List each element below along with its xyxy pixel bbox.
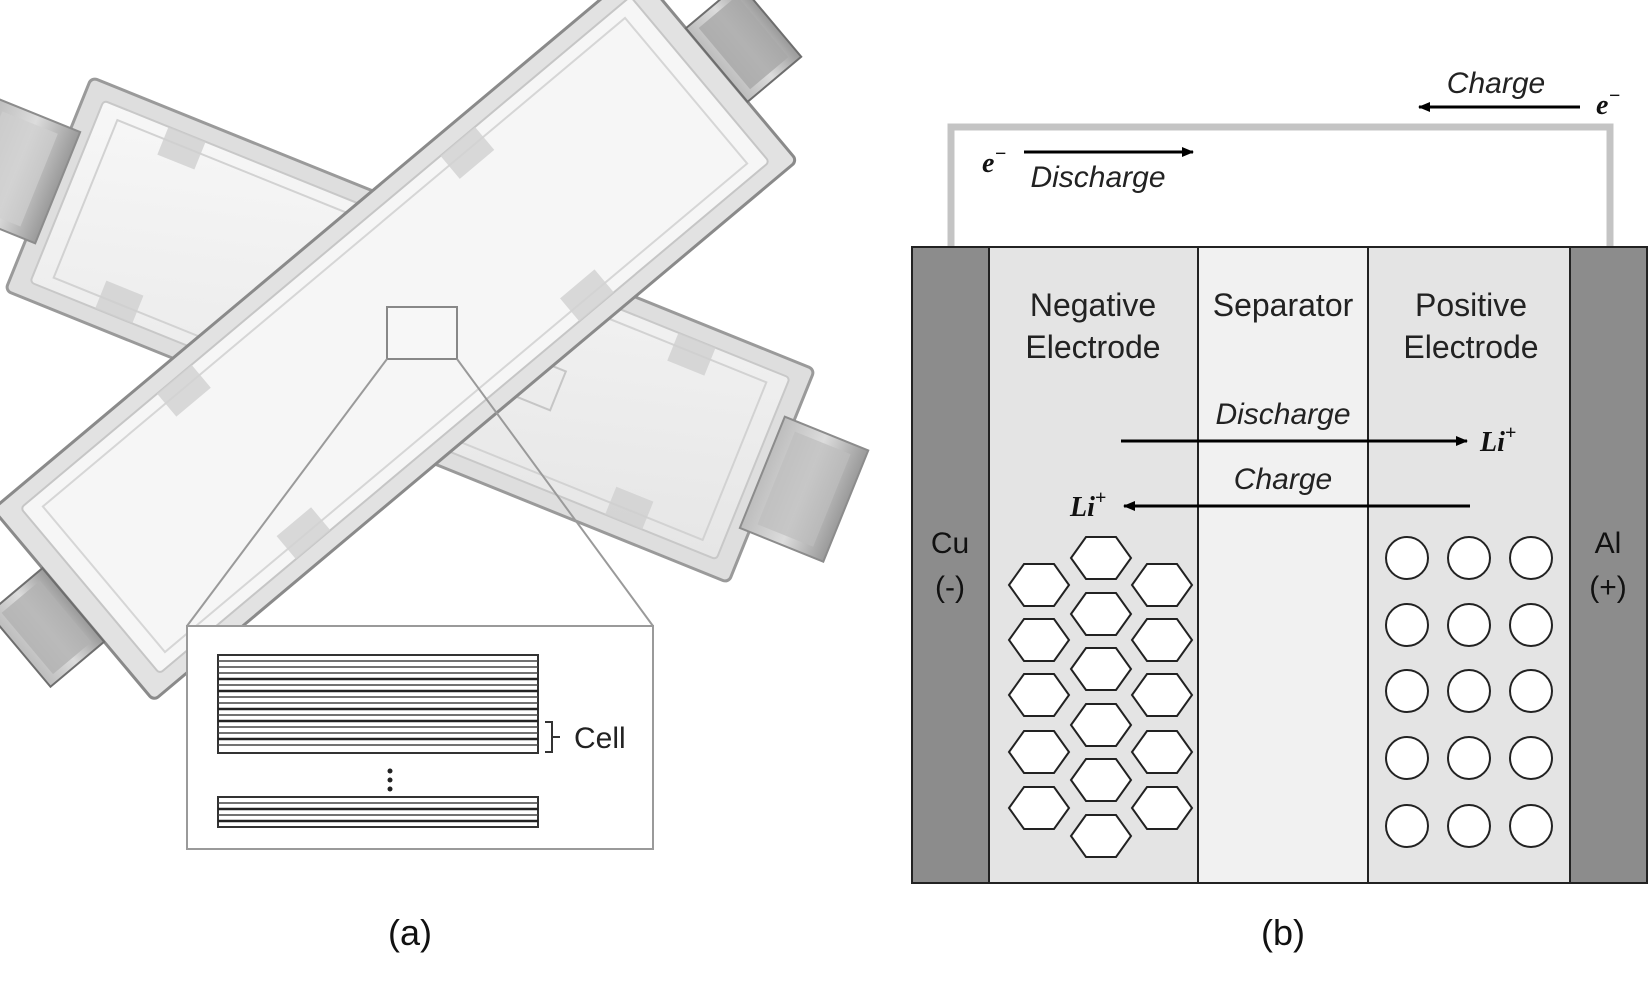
graphite-hexagon: [1007, 730, 1071, 774]
cu-label: Cu: [931, 527, 969, 560]
cathode-sphere: [1447, 603, 1491, 647]
graphite-hexagon: [1069, 536, 1133, 580]
panel-b: Charge e− e− Discharge Negative Electrod…: [911, 67, 1648, 953]
al-label: Al: [1595, 527, 1622, 560]
panel-a: Cell (a): [0, 0, 870, 953]
al-current-collector: [1569, 246, 1648, 884]
separator-label: Separator: [1213, 287, 1354, 323]
electron-symbol: e−: [1596, 85, 1621, 121]
positive-electrode-label: Electrode: [1403, 329, 1538, 365]
electron-symbol: e−: [982, 143, 1007, 179]
charge-electron-label: Charge: [1447, 67, 1545, 100]
discharge-electron-label: Discharge: [1030, 161, 1165, 194]
cathode-sphere: [1385, 603, 1429, 647]
graphite-hexagon: [1069, 592, 1133, 636]
graphite-hexagon: [1007, 618, 1071, 662]
external-circuit-wire: [947, 123, 1614, 247]
graphite-particles: [1007, 536, 1194, 858]
al-sign: (+): [1589, 571, 1627, 604]
cathode-sphere: [1509, 736, 1553, 780]
cathode-sphere: [1385, 804, 1429, 848]
ellipsis-dot: [387, 777, 393, 783]
graphite-hexagon: [1007, 673, 1071, 717]
cathode-particles: [1385, 536, 1553, 848]
separator: [1197, 246, 1369, 884]
cathode-sphere: [1509, 669, 1553, 713]
li-ion-positive-side: Li+: [1479, 422, 1516, 458]
graphite-hexagon: [1069, 703, 1133, 747]
graphite-hexagon: [1130, 618, 1194, 662]
graphite-hexagon: [1130, 730, 1194, 774]
layer-stack-bottom: [217, 796, 539, 828]
positive-electrode-label: Positive: [1415, 287, 1527, 323]
cu-sign: (-): [935, 571, 965, 604]
zoom-connector-left: [186, 358, 388, 627]
cathode-sphere: [1447, 736, 1491, 780]
cathode-sphere: [1447, 669, 1491, 713]
graphite-hexagon: [1007, 786, 1071, 830]
cell-label: Cell: [574, 722, 626, 755]
cathode-sphere: [1447, 804, 1491, 848]
cathode-sphere: [1509, 804, 1553, 848]
negative-electrode-label: Negative: [1030, 287, 1156, 323]
ellipsis-dot: [387, 786, 393, 792]
cell-bracket: [545, 721, 560, 753]
discharge-ion-label: Discharge: [1215, 398, 1350, 431]
charge-ion-label: Charge: [1234, 463, 1332, 496]
graphite-hexagon: [1130, 563, 1194, 607]
graphite-hexagon: [1130, 786, 1194, 830]
cathode-sphere: [1385, 736, 1429, 780]
cathode-sphere: [1385, 536, 1429, 580]
caption-b: (b): [1261, 912, 1305, 953]
graphite-hexagon: [1130, 673, 1194, 717]
graphite-hexagon: [1069, 758, 1133, 802]
cathode-sphere: [1385, 669, 1429, 713]
cathode-sphere: [1509, 603, 1553, 647]
layer-stack-top: [217, 654, 539, 754]
graphite-hexagon: [1069, 647, 1133, 691]
graphite-hexagon: [1069, 814, 1133, 858]
zoom-source-box: [386, 306, 458, 360]
graphite-hexagon: [1007, 563, 1071, 607]
negative-electrode-label: Electrode: [1025, 329, 1160, 365]
zoom-connector-right: [456, 358, 654, 627]
caption-a: (a): [388, 912, 432, 953]
cathode-sphere: [1447, 536, 1491, 580]
li-ion-negative-side: Li+: [1069, 487, 1106, 523]
cu-current-collector: [911, 246, 990, 884]
ellipsis-dot: [387, 768, 393, 774]
cathode-sphere: [1509, 536, 1553, 580]
